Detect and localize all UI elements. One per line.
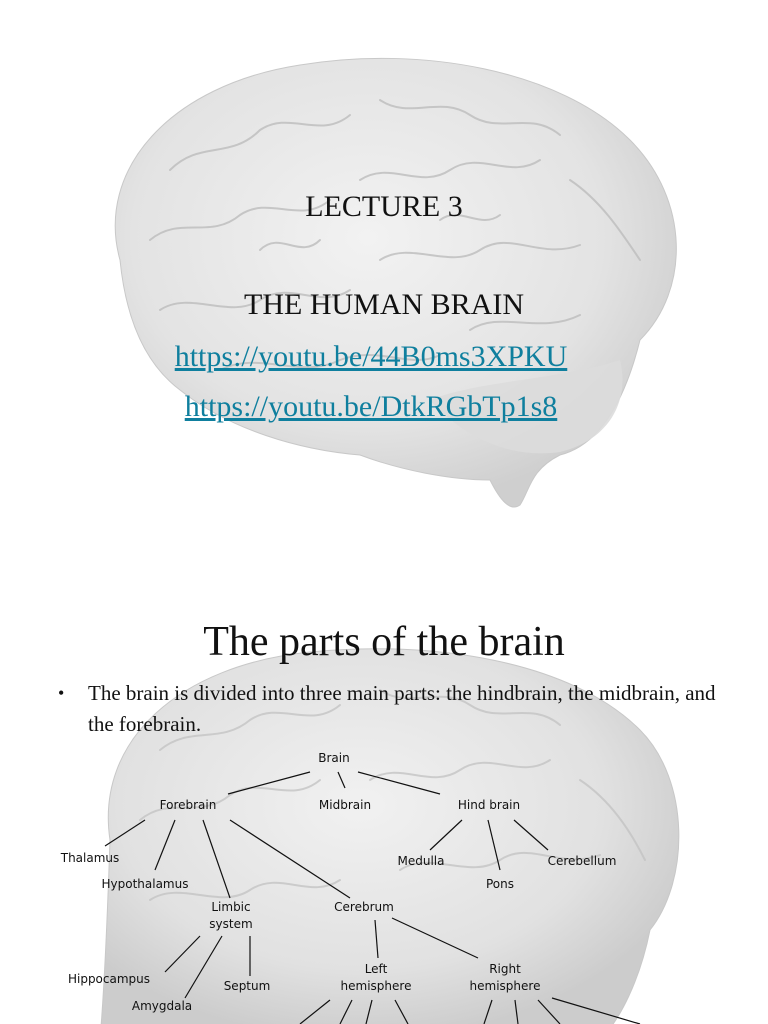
brain-illustration-2 (100, 648, 680, 1024)
slide-title: The parts of the brain (203, 619, 565, 665)
slide-1: LECTURE 3 THE HUMAN BRAIN https://youtu.… (114, 57, 677, 508)
lecture-title: LECTURE 3 (305, 190, 463, 223)
slide-2: The parts of the brain • The brain is di… (0, 580, 768, 1024)
node-limbic-line1: Limbic (211, 900, 250, 914)
node-right-line1: Right (489, 962, 521, 976)
lecture-subtitle: THE HUMAN BRAIN (244, 288, 524, 321)
node-cerebrum: Cerebrum (334, 900, 394, 914)
node-right-line2: hemisphere (470, 979, 541, 993)
node-left-line1: Left (365, 962, 388, 976)
brain-parts-diagram: Brain Forebrain Midbrain Hind brain Thal… (60, 751, 641, 1024)
node-limbic-line2: system (209, 917, 252, 931)
node-midbrain: Midbrain (319, 798, 371, 812)
node-medulla: Medulla (398, 854, 445, 868)
node-forebrain: Forebrain (160, 798, 217, 812)
node-cerebellum: Cerebellum (548, 854, 617, 868)
node-brain: Brain (318, 751, 349, 765)
node-amygdala: Amygdala (132, 999, 192, 1013)
brain-illustration (114, 57, 677, 508)
node-septum: Septum (224, 979, 271, 993)
video-link-1[interactable]: https://youtu.be/44B0ms3XPKU (174, 340, 568, 373)
bullet-icon: • (58, 683, 65, 703)
node-pons: Pons (486, 877, 514, 891)
node-thalamus: Thalamus (60, 851, 120, 865)
node-hippocampus: Hippocampus (68, 972, 150, 986)
video-link-2[interactable]: https://youtu.be/DtkRGbTp1s8 (184, 390, 558, 423)
bullet-text: The brain is divided into three main par… (88, 681, 716, 736)
node-hypothalamus: Hypothalamus (102, 877, 189, 891)
node-left-line2: hemisphere (341, 979, 412, 993)
node-hindbrain: Hind brain (458, 798, 520, 812)
diagram-connectors (104, 771, 641, 1024)
